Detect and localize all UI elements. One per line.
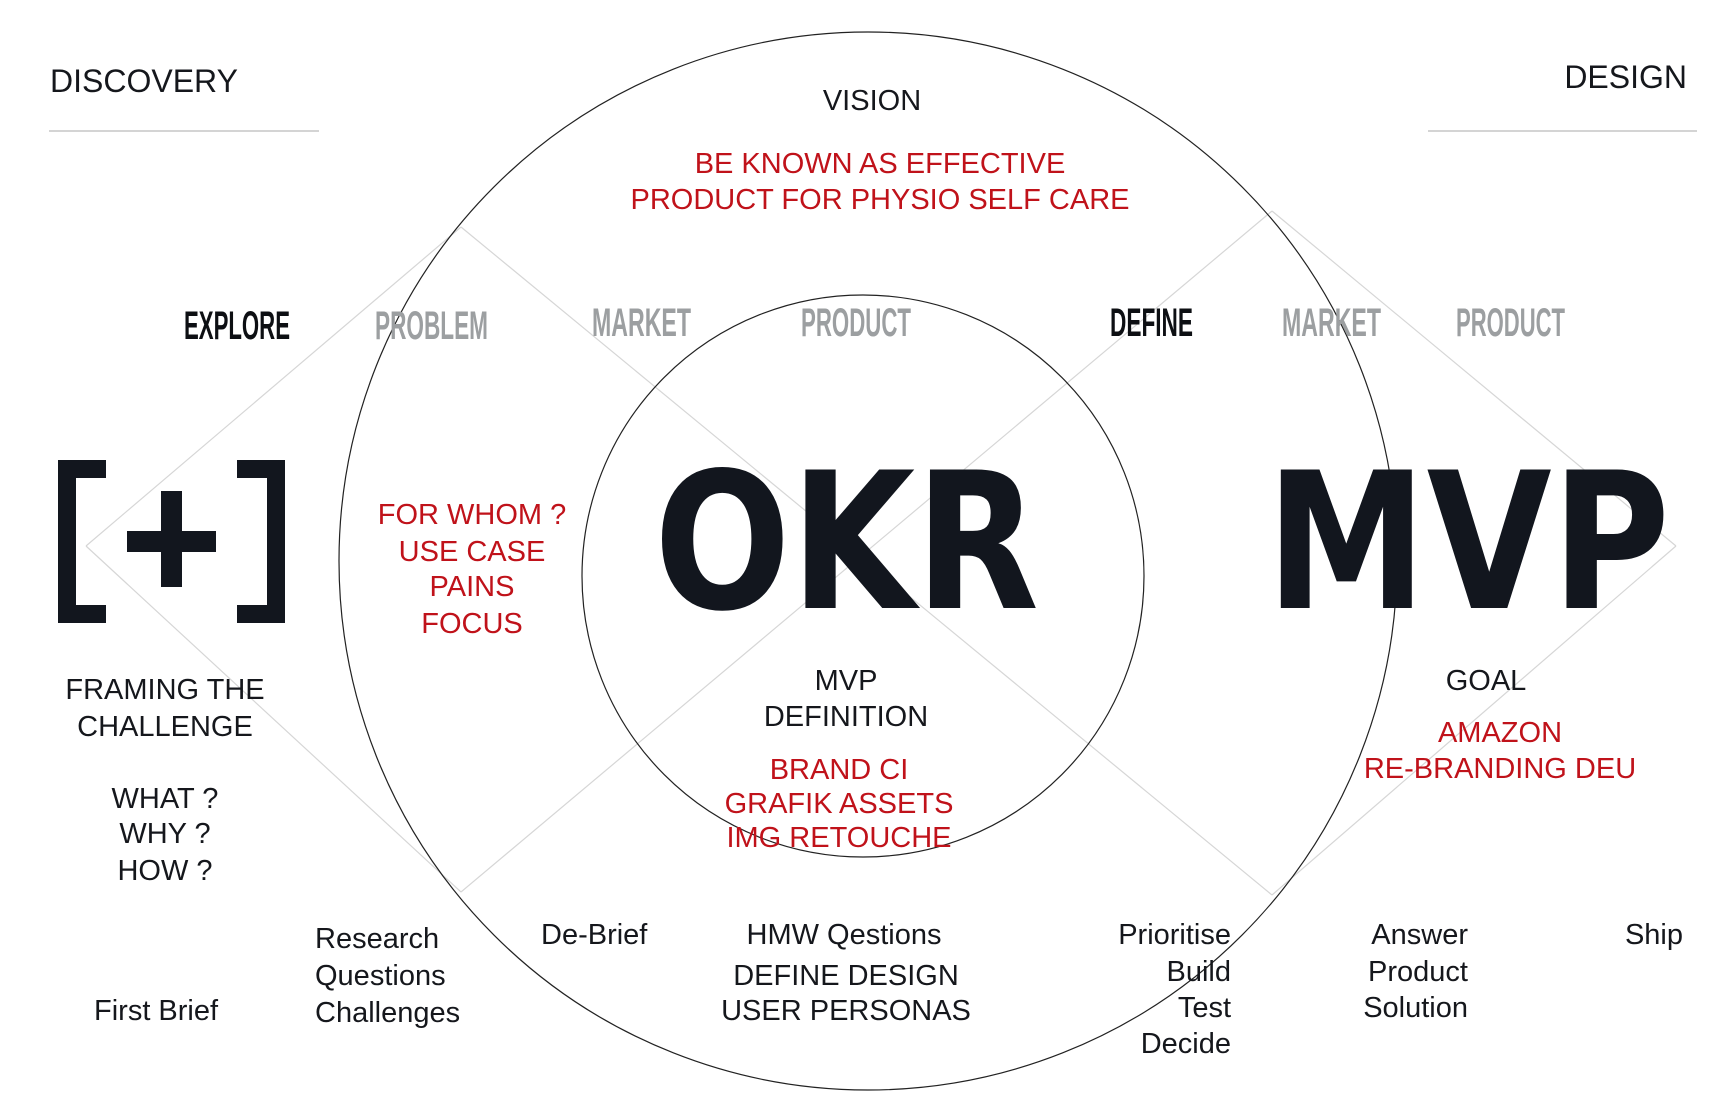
framing-question: HOW ? (117, 855, 212, 887)
step-research: Research (315, 923, 439, 955)
step-hmw: USER PERSONAS (721, 995, 971, 1027)
phase-discovery: DISCOVERY (50, 63, 238, 99)
heading-problem: PROBLEM (375, 304, 488, 348)
vision-line: PRODUCT FOR PHYSIO SELF CARE (631, 184, 1130, 216)
step-answer: Product (1368, 956, 1468, 988)
outer-circle (338, 31, 1398, 1091)
vision-line: BE KNOWN AS EFFECTIVE (695, 148, 1066, 180)
framing-title: CHALLENGE (77, 711, 253, 743)
guide-line (1271, 210, 1677, 547)
step-hmw: DEFINE DESIGN (733, 960, 959, 992)
step-research: Questions (315, 960, 446, 992)
goal-item: AMAZON (1438, 717, 1562, 749)
problem-item: FOR WHOM ? (378, 499, 567, 531)
mvp-definition-item: GRAFIK ASSETS (725, 788, 954, 820)
diamond-guides (85, 210, 1677, 896)
bracket-plus-icon (58, 460, 285, 623)
step-hmw: HMW Qestions (747, 919, 942, 951)
guide-line (460, 226, 1273, 896)
problem-item: FOCUS (421, 608, 523, 640)
problem-item: PAINS (430, 571, 515, 603)
mvp-definition-title: MVP (815, 665, 878, 697)
step-first-brief: First Brief (94, 995, 219, 1027)
step-answer: Solution (1363, 992, 1468, 1024)
step-answer: Answer (1371, 919, 1468, 951)
step-ship: Ship (1625, 919, 1683, 951)
heading-market-design: MARKET (1282, 301, 1381, 345)
mvp-definition-item: BRAND CI (770, 754, 909, 786)
step-prioritise: Build (1167, 956, 1232, 988)
guide-line (85, 226, 462, 547)
guide-line (460, 210, 1273, 893)
heading-explore: EXPLORE (184, 304, 290, 348)
mvp-wordmark: MVP (1266, 432, 1670, 653)
step-debrief: De-Brief (541, 919, 648, 951)
step-research: Challenges (315, 997, 460, 1029)
framing-question: WHAT ? (112, 783, 219, 815)
framing-title: FRAMING THE (65, 674, 264, 706)
step-prioritise: Decide (1141, 1028, 1231, 1060)
problem-item: USE CASE (399, 536, 546, 568)
mvp-definition-item: IMG RETOUCHE (726, 822, 951, 854)
mvp-definition-title: DEFINITION (764, 701, 928, 733)
okr-wordmark: OKR (654, 432, 1039, 653)
guide-line (1271, 545, 1677, 896)
guide-line (85, 545, 462, 893)
vision-title: VISION (823, 85, 921, 117)
step-prioritise: Test (1178, 992, 1231, 1024)
phase-design: DESIGN (1564, 59, 1687, 95)
heading-product: PRODUCT (801, 301, 911, 345)
step-prioritise: Prioritise (1118, 919, 1231, 951)
heading-product-design: PRODUCT (1456, 301, 1565, 345)
heading-define: DEFINE (1110, 301, 1193, 345)
framing-question: WHY ? (119, 818, 210, 850)
goal-item: RE-BRANDING DEU (1364, 753, 1636, 785)
inner-circle (581, 294, 1145, 858)
heading-market: MARKET (592, 301, 691, 345)
goal-title: GOAL (1446, 665, 1527, 697)
